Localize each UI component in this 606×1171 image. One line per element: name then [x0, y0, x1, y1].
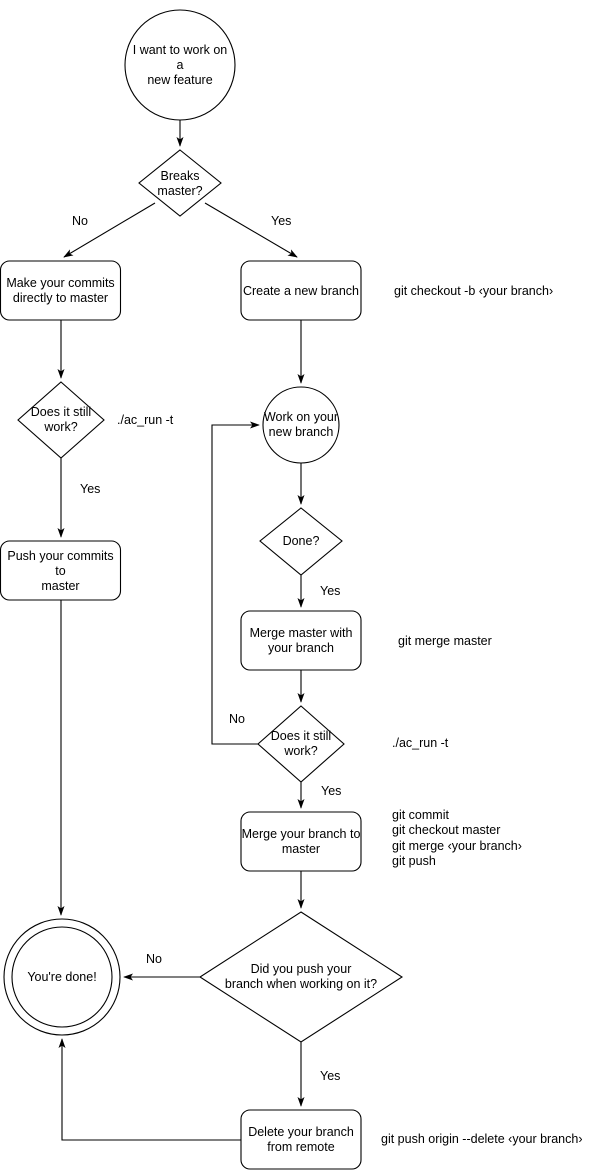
annotation-still-work-left-command: ./ac_run -t: [117, 413, 174, 427]
node-still-work-right-shape: [257, 705, 345, 783]
edge-label-breaks-master-yes: Yes: [271, 214, 292, 228]
node-delete-branch-shape: [240, 1109, 362, 1170]
annotation-delete-branch-command: git push origin --delete ‹your branch›: [381, 1132, 583, 1146]
edge-label-still-work-right-no: No: [229, 712, 245, 726]
node-merge-branch-shape: [240, 811, 362, 872]
edge-delete-branch-to-youre-done: [58, 1038, 241, 1141]
node-still-work-left-shape: [17, 381, 105, 459]
node-merge-master-shape: [240, 610, 362, 671]
node-work-branch-shape: [262, 386, 340, 464]
node-youre-done-inner-shape: [11, 926, 113, 1028]
edge-breaks-master-no: [63, 202, 156, 258]
edge-breaks-master-yes: [204, 202, 298, 258]
annotation-still-work-right-command: ./ac_run -t: [392, 736, 449, 750]
edge-label-done-yes: Yes: [320, 584, 341, 598]
node-did-you-push-shape: [198, 911, 404, 1043]
annotation-merge-master-command: git merge master: [398, 634, 492, 648]
edge-label-still-work-right-yes: Yes: [321, 784, 342, 798]
node-make-commits-shape: [0, 260, 122, 321]
node-start-shape: [124, 9, 236, 121]
annotation-merge-branch-command: git commit git checkout master git merge…: [392, 808, 522, 868]
edge-still-work-right-no-loopback: [211, 421, 260, 745]
node-create-branch-shape: [240, 260, 362, 321]
annotation-create-branch-command: git checkout -b ‹your branch›: [394, 284, 554, 298]
edge-label-did-you-push-yes: Yes: [320, 1069, 341, 1083]
node-push-commits-shape: [0, 540, 122, 601]
node-done-shape: [259, 507, 343, 576]
edge-label-did-you-push-no: No: [146, 952, 162, 966]
node-breaks-master-shape: [138, 149, 222, 217]
edge-label-still-work-left-yes: Yes: [80, 482, 101, 496]
edge-label-breaks-master-no: No: [72, 214, 88, 228]
